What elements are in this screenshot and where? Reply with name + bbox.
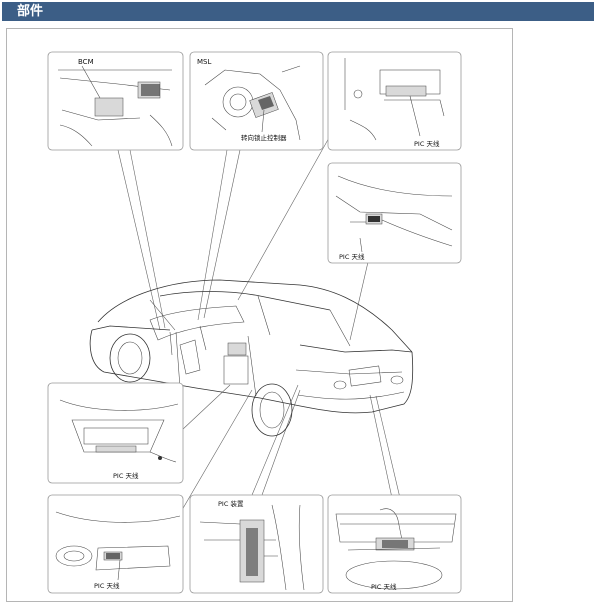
panel-pic-antenna-trunk: PIC 天线 <box>327 494 462 594</box>
panel-pic-antenna-front-floor: PIC 天线 <box>47 382 184 484</box>
section-title: 部件 <box>17 4 44 19</box>
panel-pic-antenna-rear-shelf: PIC 天线 <box>327 162 462 264</box>
panel-bcm: BCM <box>47 51 184 151</box>
msl-label: MSL <box>197 58 211 66</box>
panel-pic-antenna-console: PIC 天线 <box>327 51 462 151</box>
panel-pic-device: PIC 装置 <box>189 494 324 594</box>
steering-lock-controller-label: 转向锁止控制器 <box>241 133 287 142</box>
pic-antenna-rear-shelf-label: PIC 天线 <box>339 252 365 261</box>
vehicle-body <box>89 279 414 437</box>
pic-antenna-console-label: PIC 天线 <box>414 139 440 148</box>
section-header: 部件 <box>2 2 594 21</box>
bcm-label: BCM <box>78 58 94 66</box>
leader-lines <box>117 135 401 511</box>
panel-msl: MSL 转向锁止控制器 <box>189 51 324 151</box>
pic-antenna-trunk-label: PIC 天线 <box>371 582 397 591</box>
pic-antenna-rear-floor-label: PIC 天线 <box>94 581 120 590</box>
panel-pic-antenna-rear-floor: PIC 天线 <box>47 494 184 594</box>
pic-device-label: PIC 装置 <box>218 499 244 508</box>
pic-antenna-front-floor-label: PIC 天线 <box>113 471 139 480</box>
